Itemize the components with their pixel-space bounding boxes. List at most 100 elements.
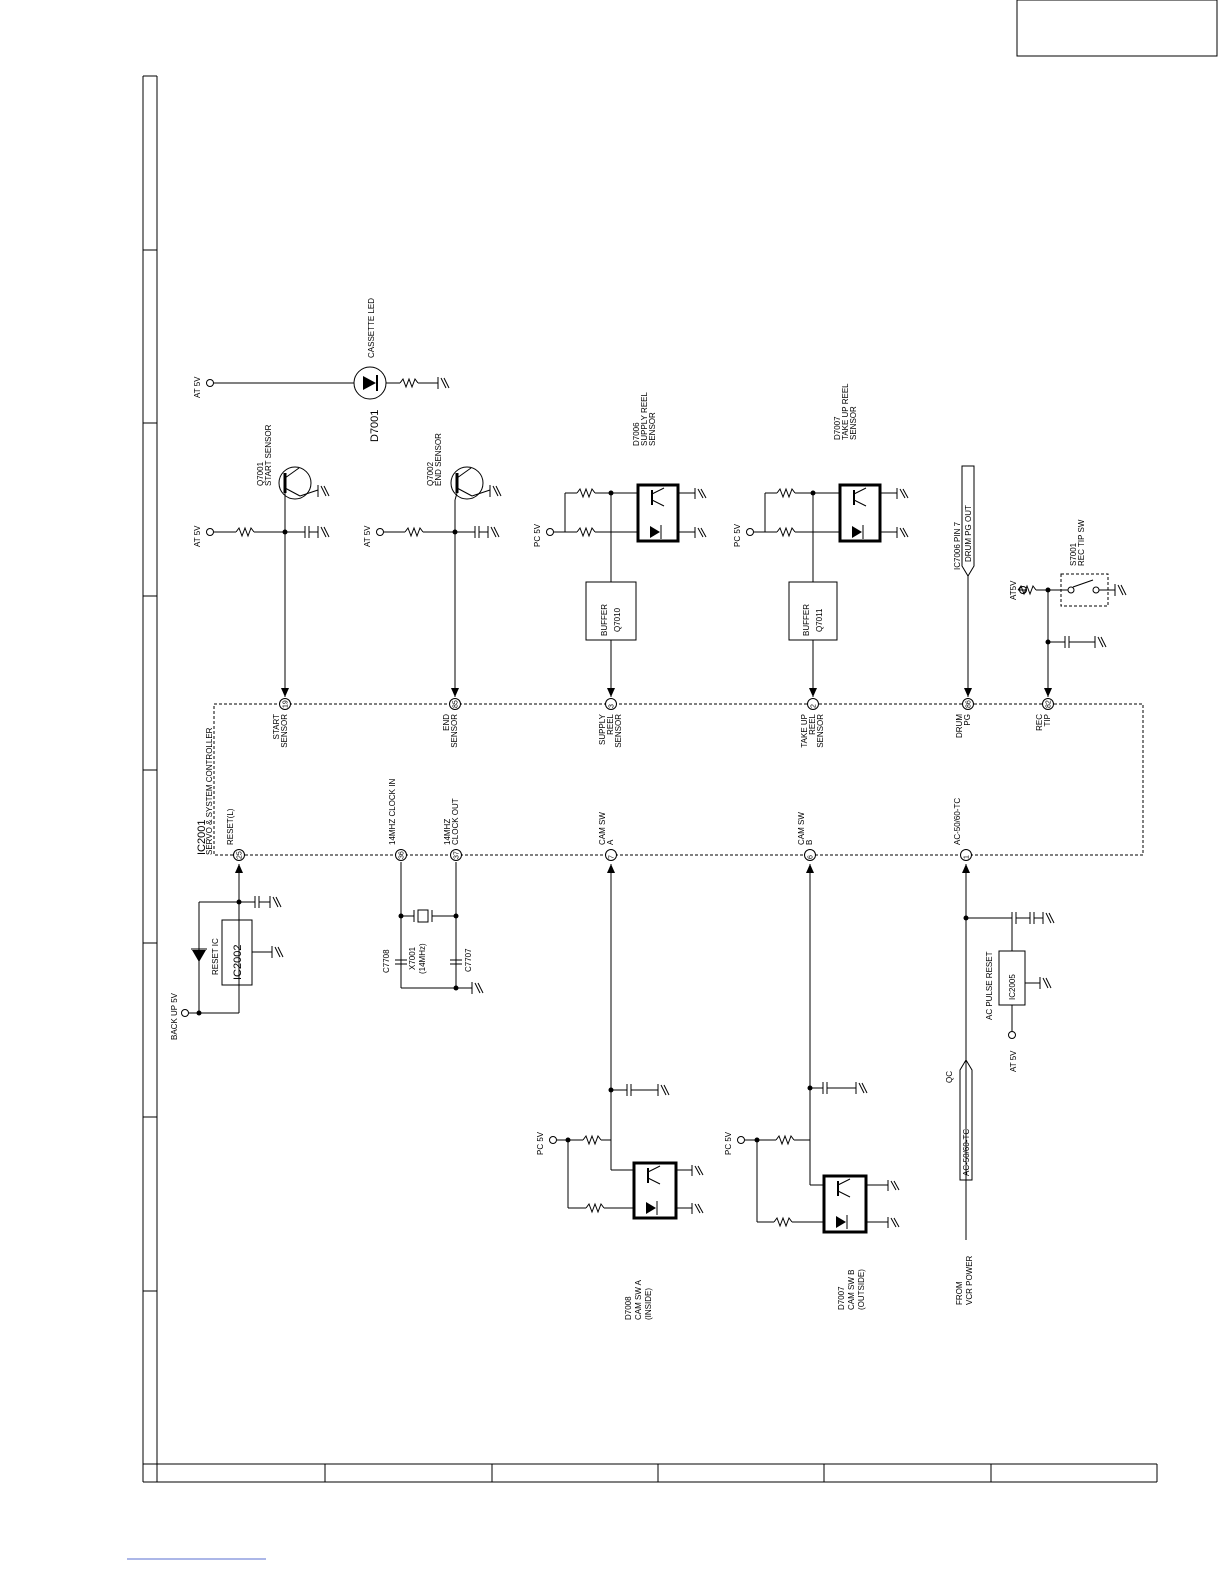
d7008-label-2: (INSIDE)	[644, 1288, 653, 1320]
drum-pg-circuit: IC7006 PIN 7 DRUM PG OUT	[953, 465, 975, 697]
top-pin-label: SENSOR	[280, 714, 289, 748]
capacitor-icon	[822, 1082, 868, 1094]
ground-icon	[317, 485, 330, 497]
cam-sw-b-circuit: PC 5V D7007 CAM SW B (OUTSIDE)	[724, 864, 900, 1310]
at5v-terminal	[206, 379, 214, 387]
top-pin-number: 85	[453, 700, 460, 708]
pc5v-label-3: PC 5V	[536, 1131, 545, 1155]
top-pin-label: SUPPLY	[598, 713, 607, 745]
top-pin-1	[449, 698, 461, 710]
d7007-label-2: SENSOR	[849, 406, 858, 440]
controller-name: SERVO & SYSTEM CONTROLLER	[205, 727, 214, 855]
top-pin-label: REEL	[808, 713, 817, 734]
ground-icon	[489, 485, 502, 497]
pc5v-label-4: PC 5V	[724, 1131, 733, 1155]
at5v-label-3: AT 5V	[363, 525, 372, 547]
capacitor-icon	[1029, 912, 1055, 924]
buffer-q7010-box	[585, 581, 637, 641]
top-pin-label: START	[272, 714, 281, 740]
ground-icon	[1114, 584, 1127, 596]
capacitor-icon	[1064, 636, 1107, 648]
x7001-ref: X7001	[408, 946, 417, 970]
capacitor-icon	[626, 1084, 670, 1096]
pc5v-label-2: PC 5V	[733, 523, 742, 547]
top-pin-label: SENSOR	[450, 714, 459, 748]
start-sensor-circuit: AT 5V Q7001 START SENSOR	[193, 424, 330, 697]
d7007-label-1: TAKE UP REEL	[841, 383, 850, 440]
pc5v-label: PC 5V	[533, 523, 542, 547]
top-pin-2	[605, 698, 617, 710]
border-ticks-bottom	[156, 1464, 992, 1482]
at5v-label-4: AT 5V	[1009, 1050, 1018, 1072]
bottom-pin-label: CAM SW	[598, 812, 607, 845]
d7007b-ref: D7007	[837, 1286, 846, 1310]
bottom-pin-number: 36	[399, 851, 406, 859]
bottom-pin-1	[395, 849, 407, 861]
bottom-pin-label: RESET(L)	[226, 808, 235, 845]
ic2002-ref: IC2002	[232, 945, 244, 980]
top-pin-label: TAKE UP	[800, 714, 809, 748]
reset-ic-label: RESET IC	[211, 938, 220, 975]
top-pin-label: REEL	[606, 713, 615, 734]
ground-icon	[1039, 977, 1052, 989]
ac-connector-arrow	[959, 1059, 973, 1181]
d7008-ref: D7008	[624, 1296, 633, 1320]
top-pin-number: 3	[609, 704, 616, 708]
top-pin-label: PG	[963, 714, 972, 726]
from-vcr-2: VCR POWER	[965, 1255, 974, 1305]
drum-pg-label: DRUM PG OUT	[964, 505, 973, 562]
top-pin-3	[807, 698, 819, 710]
top-pin-label: SENSOR	[816, 714, 825, 748]
from-vcr-1: FROM	[955, 1281, 964, 1305]
phototransistor-q7002	[450, 466, 484, 500]
takeup-reel-sensor-circuit: PC 5V D7007 TAKE UP REEL SENSOR	[733, 383, 909, 697]
ground-icon	[271, 946, 284, 958]
d7007b-label-1: CAM SW B	[847, 1270, 856, 1310]
q7001-label: START SENSOR	[264, 424, 273, 486]
bottom-pin-label: 14MHZ CLOCK IN	[388, 779, 397, 845]
ground-icon	[887, 1217, 900, 1228]
backup5v-label: BACK UP 5V	[170, 992, 179, 1040]
ground-icon	[694, 527, 707, 538]
ic2005-ref: IC2005	[1008, 974, 1017, 1000]
border-ticks-left	[143, 249, 157, 1292]
bottom-pin-number: 6	[808, 855, 815, 859]
d7006-label-2: SENSOR	[648, 412, 657, 446]
ground-icon	[691, 1165, 704, 1176]
buffer-q7010-ref: Q7010	[613, 607, 622, 632]
ground-icon	[896, 488, 909, 499]
ground-icon	[471, 982, 484, 994]
cam-sw-a-circuit: PC 5V D7008 CAM SW A (INSIDE)	[536, 864, 704, 1320]
top-pin-0	[279, 698, 291, 710]
bottom-pin-number: 37	[454, 851, 461, 859]
c7707-label: C7707	[464, 948, 473, 972]
rec-tip-switch-circuit: AT5V S7001 REC TIP SW	[1009, 519, 1127, 697]
drum-pg-ref: IC7006 PIN 7	[953, 521, 962, 570]
ac-connector-label: AC-50/60-TC	[962, 1129, 971, 1176]
x7001-value: (14MHz)	[418, 943, 427, 974]
capacitor-icon	[304, 526, 330, 538]
d7007-ref: D7007	[833, 416, 842, 440]
photointerrupter-d7007b	[822, 1174, 868, 1234]
photointerrupter-d7008	[632, 1161, 678, 1220]
d7001-ref: D7001	[369, 410, 381, 442]
top-pin-label: REC	[1035, 714, 1044, 731]
switch-lever	[1072, 579, 1094, 588]
d7007b-label-2: (OUTSIDE)	[857, 1269, 866, 1310]
d7008-label-1: CAM SW A	[634, 1279, 643, 1320]
title-block-corner	[1016, 0, 1218, 57]
top-pin-label: TIP	[1043, 714, 1052, 726]
ac-pulse-circuit: IC2005 AC PULSE RESET AT 5V AC-50/60-TC …	[945, 864, 1055, 1305]
bottom-pin-2	[450, 849, 462, 861]
ground-icon	[691, 1203, 704, 1214]
bottom-pin-label: CAM SW	[797, 812, 806, 845]
bottom-pin-3	[605, 849, 617, 861]
phototransistor-q7001	[278, 466, 312, 500]
controller-box	[213, 703, 1144, 856]
photointerrupter-d7006	[636, 483, 680, 543]
cassette-led-circuit: AT 5V CASSETTE LED D7001	[193, 298, 450, 442]
s7001-label: REC TIP SW	[1077, 519, 1086, 566]
